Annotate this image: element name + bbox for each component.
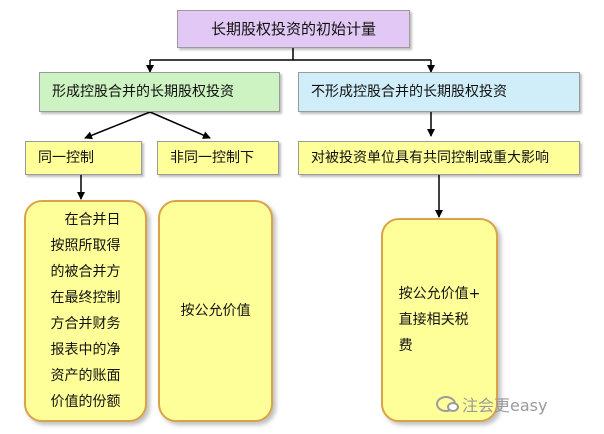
non-common-control-label: 非同一控制下 [170, 149, 254, 166]
watermark: 注会更easy [436, 392, 547, 416]
right-branch-label: 不形成控股合并的长期股权投资 [311, 83, 507, 100]
leaf-non-common-control: 按公允价值 [158, 200, 273, 422]
non-common-control-node: 非同一控制下 [157, 141, 279, 175]
root-node: 长期股权投资的初始计量 [177, 10, 410, 48]
root-label: 长期股权投资的初始计量 [210, 20, 376, 38]
joint-control-label: 对被投资单位具有共同控制或重大影响 [311, 149, 549, 166]
leaf-joint-control: 按公允价值+ 直接相关税 费 [381, 218, 498, 422]
common-control-label: 同一控制 [38, 149, 94, 166]
joint-control-node: 对被投资单位具有共同控制或重大影响 [298, 141, 580, 175]
left-branch-label: 形成控股合并的长期股权投资 [52, 83, 234, 100]
leaf-joint-text: 按公允价值+ 直接相关税 费 [398, 286, 481, 354]
right-branch-node: 不形成控股合并的长期股权投资 [298, 72, 580, 112]
watermark-text: 注会更easy [462, 396, 548, 415]
leaf-common-control: 在合并日 按照所取得 的被合并方 在最终控制 方合并财务 报表中的净 资产的账面… [24, 200, 147, 422]
wechat-icon [436, 396, 459, 412]
leaf-non-common-text: 按公允价值 [180, 303, 251, 319]
arrow-to-non-common-control [149, 111, 211, 139]
common-control-node: 同一控制 [25, 141, 142, 175]
left-branch-node: 形成控股合并的长期股权投资 [39, 72, 280, 112]
arrow-to-common-control [84, 111, 151, 140]
leaf-common-text: 在合并日 按照所取得 的被合并方 在最终控制 方合并财务 报表中的净 资产的账面… [50, 212, 121, 410]
